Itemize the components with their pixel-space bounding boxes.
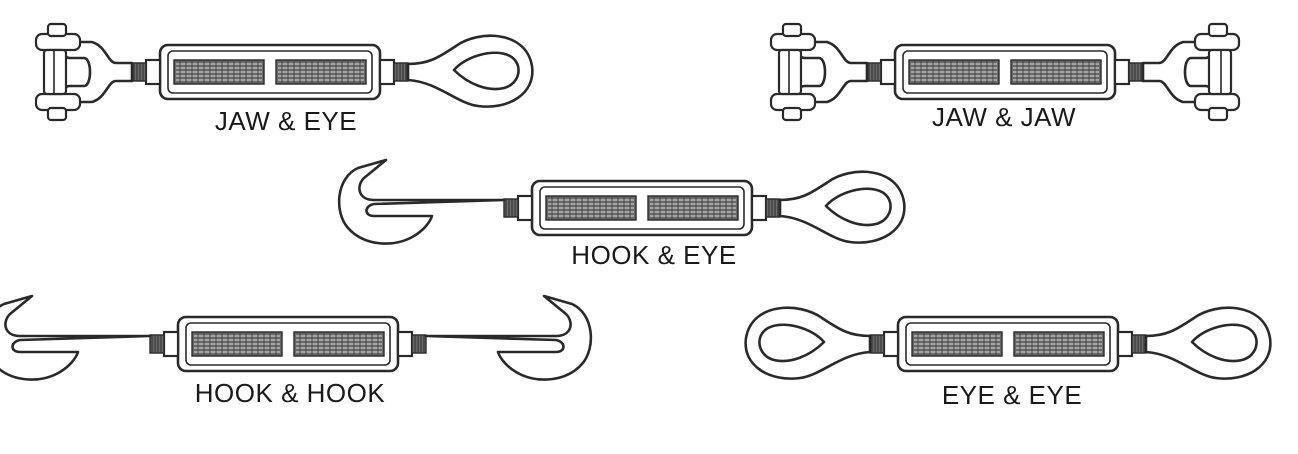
label-jaw-jaw: JAW & JAW <box>932 102 1076 132</box>
turnbuckle-eye-eye <box>746 306 1272 380</box>
turnbuckle-hook-hook <box>0 294 593 381</box>
label-eye-eye: EYE & EYE <box>942 380 1082 410</box>
label-hook-eye: HOOK & EYE <box>571 240 736 270</box>
label-hook-hook: HOOK & HOOK <box>195 378 386 408</box>
label-jaw-eye: JAW & EYE <box>215 106 357 136</box>
turnbuckle-hook-eye <box>337 158 906 245</box>
